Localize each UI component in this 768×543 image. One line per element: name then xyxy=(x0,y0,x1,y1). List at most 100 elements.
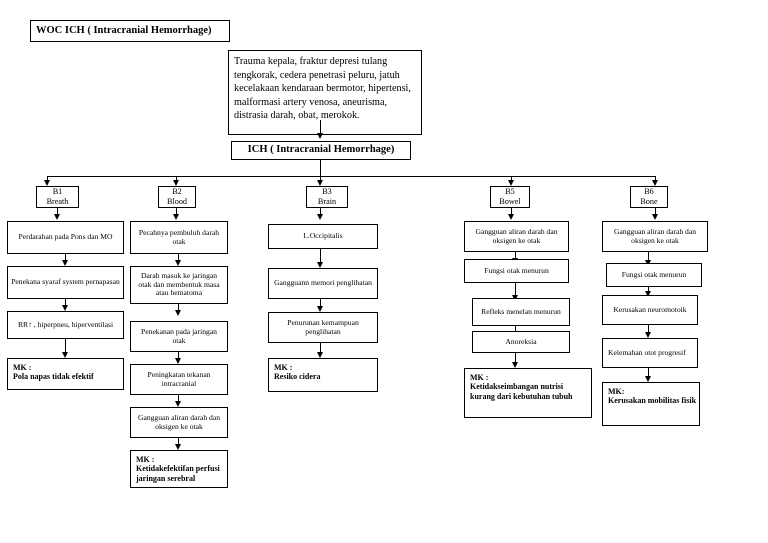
node-b6-2: Kerusakan neuromotoik xyxy=(602,295,698,325)
node-b6-1-text: Fungsi otak menurun xyxy=(621,269,687,279)
etiology-box: Trauma kepala, fraktur depresi tulang te… xyxy=(228,50,422,135)
arrowhead-b1-n1-to-n2 xyxy=(61,305,68,311)
node-b5-3: Anoreksia xyxy=(472,331,570,353)
connector-b6-n2-to-n3 xyxy=(648,325,649,335)
node-b3-1-text: Gangguann memori penglihatan xyxy=(274,278,372,288)
node-b3-2-text: Penurunan kemampuan penglihatan xyxy=(287,317,359,336)
branch-head-b3: B3 Brain xyxy=(306,186,348,208)
arrowhead-b2-n1-to-n2 xyxy=(174,310,181,316)
outcome-b6-text: MK: Kerusakan mobilitas fisik xyxy=(608,387,697,406)
arrowhead-b2-n4-to-mk xyxy=(174,444,181,450)
connector-etiology-to-ich xyxy=(320,120,321,135)
connector-b6-n1-to-n2 xyxy=(648,287,649,294)
node-b1-2-text: RR↑ , hiperpneu, hiperventilasi xyxy=(17,319,114,329)
node-b5-2: Refleks menelan menurun xyxy=(472,298,570,326)
node-b5-1: Fungsi otak menurun xyxy=(464,259,569,283)
node-b5-3-text: Anoreksia xyxy=(505,336,537,346)
arrowhead-b6-n2-to-n3 xyxy=(644,332,651,338)
node-b2-4: Gangguan aliran darah dan oksigen ke ota… xyxy=(130,407,228,438)
node-b6-3-text: Kelemahan otot progresif xyxy=(608,347,686,357)
node-b1-2: RR↑ , hiperpneu, hiperventilasi xyxy=(7,311,124,339)
connector-b5-head-to-n0 xyxy=(511,208,512,216)
arrowhead-b3-head-to-n0 xyxy=(316,214,323,220)
arrowhead-b1-n0-to-n1 xyxy=(61,260,68,266)
connector-ich-down xyxy=(320,160,321,177)
branch-head-b5-label: B5 Bowel xyxy=(499,187,521,206)
node-b2-0-text: Pecahnya pembuluh darah otak xyxy=(138,227,220,246)
arrowhead-b2-n0-to-n1 xyxy=(174,260,181,266)
outcome-b1-text: MK : Pola napas tidak efektif xyxy=(13,363,94,382)
central-ich-text: ICH ( Intracranial Hemorrhage) xyxy=(247,144,395,156)
node-b2-2-text: Penekanan pada jaringan otak xyxy=(141,326,217,345)
connector-b2-n0-to-n1 xyxy=(178,254,179,263)
branch-head-b6: B6 Bone xyxy=(630,186,668,208)
node-b6-1: Fungsi otak menurun xyxy=(606,263,702,287)
arrowhead-b6-n1-to-n2 xyxy=(644,291,651,297)
outcome-b2: MK : Ketidakefektifan perfusi jaringan s… xyxy=(130,450,228,488)
node-b5-0-text: Gangguan aliran darah dan oksigen ke ota… xyxy=(475,226,558,245)
connector-b3-n1-to-n2 xyxy=(320,299,321,309)
node-b5-2-text: Refleks menelan menurun xyxy=(481,306,561,316)
connector-b6-n0-to-n1 xyxy=(648,252,649,264)
diagram-title-text: WOC ICH ( Intracranial Hemorrhage) xyxy=(36,24,212,36)
node-b5-0: Gangguan aliran darah dan oksigen ke ota… xyxy=(464,221,569,252)
connector-b2-n4-to-mk xyxy=(178,438,179,447)
connector-b5-n2-to-n3 xyxy=(515,326,516,334)
connector-bus-to-b5 xyxy=(511,176,512,182)
connector-b2-n2-to-n3 xyxy=(178,352,179,361)
arrowhead-bus-to-b1 xyxy=(43,180,50,186)
connector-b1-n0-to-n1 xyxy=(65,254,66,263)
node-b2-3-text: Peningkatan tekanan intracranial xyxy=(147,369,211,388)
arrowhead-b2-n2-to-n3 xyxy=(174,358,181,364)
node-b5-1-text: Fungsi otak menurun xyxy=(484,265,549,275)
connector-b5-n1-to-n2 xyxy=(515,283,516,299)
arrowhead-b3-n0-to-n1 xyxy=(316,262,323,268)
connector-b2-n3-to-n4 xyxy=(178,395,179,404)
node-b3-0-text: L.Occipitalis xyxy=(303,231,343,241)
outcome-b5: MK : Ketidakseimbangan nutrisi kurang da… xyxy=(464,368,592,418)
arrowhead-b6-n3-to-mk xyxy=(644,376,651,382)
node-b6-0: Gangguan aliran darah dan oksigen ke ota… xyxy=(602,221,708,252)
diagram-title-box: WOC ICH ( Intracranial Hemorrhage) xyxy=(30,20,230,42)
outcome-b5-text: MK : Ketidakseimbangan nutrisi kurang da… xyxy=(470,373,573,401)
node-b3-0: L.Occipitalis xyxy=(268,224,378,249)
arrowhead-b5-head-to-n0 xyxy=(507,214,514,220)
central-ich-box: ICH ( Intracranial Hemorrhage) xyxy=(231,141,411,160)
node-b2-0: Pecahnya pembuluh darah otak xyxy=(130,221,228,254)
node-b1-1-text: Penekana syaraf system pernapasan xyxy=(11,277,120,287)
arrowhead-b5-n3-to-mk xyxy=(511,362,518,368)
node-b3-2: Penurunan kemampuan penglihatan xyxy=(268,312,378,343)
connector-b3-n2-to-mk xyxy=(320,343,321,355)
arrowhead-b1-n2-to-mk xyxy=(61,352,68,358)
branch-head-b2-label: B2 Blood xyxy=(166,187,188,206)
node-b1-0: Perdarahan pada Pons dan MO xyxy=(7,221,124,254)
connector-b1-n2-to-mk xyxy=(65,339,66,356)
branch-head-b6-label: B6 Bone xyxy=(640,187,658,206)
connector-bus-to-b6 xyxy=(655,176,656,182)
connector-b2-n1-to-n2 xyxy=(178,304,179,313)
branch-head-b2: B2 Blood xyxy=(158,186,196,208)
branch-head-b5: B5 Bowel xyxy=(490,186,530,208)
arrowhead-b6-head-to-n0 xyxy=(651,214,658,220)
connector-bus-to-b1 xyxy=(47,176,48,182)
arrowhead-bus-to-b6 xyxy=(651,180,658,186)
arrowhead-b3-n2-to-mk xyxy=(316,352,323,358)
outcome-b2-text: MK : Ketidakefektifan perfusi jaringan s… xyxy=(136,455,220,483)
connector-bus-to-b3 xyxy=(320,176,321,182)
branch-head-b3-label: B3 Brain xyxy=(317,187,337,206)
node-b2-3: Peningkatan tekanan intracranial xyxy=(130,364,228,395)
connector-b6-head-to-n0 xyxy=(655,208,656,216)
arrowhead-bus-to-b2 xyxy=(172,180,179,186)
arrowhead-b1-head-to-n0 xyxy=(53,214,60,220)
outcome-b3-text: MK : Resiko cidera xyxy=(274,363,321,382)
arrowhead-b2-head-to-n0 xyxy=(172,214,179,220)
connector-b1-n1-to-n2 xyxy=(65,299,66,308)
arrowhead-b3-n1-to-n2 xyxy=(316,306,323,312)
etiology-text: Trauma kepala, fraktur depresi tulang te… xyxy=(234,56,411,122)
connector-b2-head-to-n0 xyxy=(176,208,177,216)
node-b2-1: Darah masuk ke jaringan otak dan membent… xyxy=(130,266,228,304)
node-b3-1: Gangguann memori penglihatan xyxy=(268,268,378,299)
connector-bus-to-b2 xyxy=(176,176,177,182)
connector-b3-n0-to-n1 xyxy=(320,249,321,266)
connector-b5-n0-to-n1 xyxy=(515,252,516,261)
